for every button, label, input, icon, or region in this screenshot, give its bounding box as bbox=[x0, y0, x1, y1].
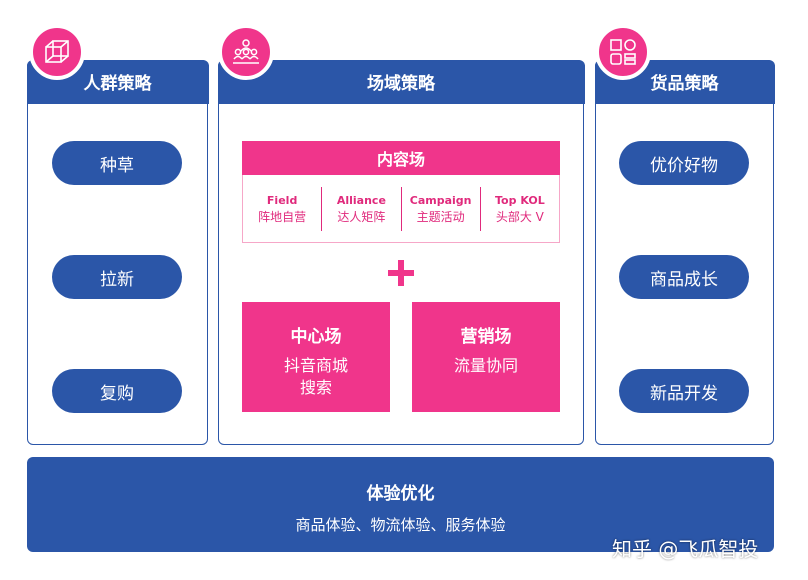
tactic-campaign-zh: 主题活动 bbox=[416, 209, 465, 224]
product-item-growth: 商品成长 bbox=[619, 255, 749, 299]
content-field-tactics: Field 阵地自营 Alliance 达人矩阵 Campaign 主题活动 T… bbox=[242, 175, 560, 243]
product-grid-icon bbox=[595, 24, 651, 80]
center-field-line1: 抖音商城 bbox=[283, 356, 348, 375]
audience-item-acquisition: 拉新 bbox=[52, 255, 182, 299]
plus-icon bbox=[386, 258, 416, 288]
center-field-box: 中心场 抖音商城 搜索 bbox=[242, 302, 390, 412]
audience-item-repurchase: 复购 bbox=[52, 369, 182, 413]
watermark: 知乎 @飞瓜智投 bbox=[612, 537, 759, 561]
marketing-field-title: 营销场 bbox=[460, 327, 512, 347]
experience-optimization-bar: 体验优化 商品体验、物流体验、服务体验 bbox=[27, 457, 774, 552]
marketing-field-box: 营销场 流量协同 bbox=[412, 302, 560, 412]
center-field-line2: 搜索 bbox=[299, 378, 332, 397]
tactic-top-kol-en: Top KOL bbox=[495, 193, 545, 207]
field-strategy-title: 场域策略 bbox=[217, 59, 585, 104]
audience-strategy-panel: 人群策略 种草 拉新 复购 bbox=[26, 59, 209, 445]
marketing-field-line1: 流量协同 bbox=[453, 356, 518, 375]
tactic-campaign: Campaign 主题活动 bbox=[402, 192, 480, 226]
tactic-alliance-en: Alliance bbox=[336, 193, 386, 207]
tactic-top-kol-zh: 头部大 V bbox=[495, 209, 544, 224]
cube-icon bbox=[29, 24, 85, 80]
divider bbox=[321, 186, 323, 231]
tactic-field-en: Field bbox=[266, 193, 298, 207]
product-item-new-development: 新品开发 bbox=[619, 369, 749, 413]
tactic-field-zh: 阵地自营 bbox=[258, 209, 307, 224]
center-field-title: 中心场 bbox=[290, 327, 342, 347]
tactic-field: Field 阵地自营 bbox=[243, 192, 321, 226]
experience-optimization-title: 体验优化 bbox=[366, 484, 435, 504]
tactic-campaign-en: Campaign bbox=[409, 193, 472, 207]
tactic-alliance: Alliance 达人矩阵 bbox=[322, 192, 400, 226]
experience-optimization-subtitle: 商品体验、物流体验、服务体验 bbox=[295, 516, 506, 534]
product-strategy-panel: 货品策略 优价好物 商品成长 新品开发 bbox=[594, 59, 775, 445]
people-group-icon bbox=[218, 24, 274, 80]
tactic-alliance-zh: 达人矩阵 bbox=[337, 209, 386, 224]
divider bbox=[479, 186, 481, 231]
content-field-title: 内容场 bbox=[242, 141, 560, 175]
divider bbox=[400, 186, 402, 231]
product-item-value-goods: 优价好物 bbox=[619, 141, 749, 185]
audience-item-seeding: 种草 bbox=[52, 141, 182, 185]
product-strategy-title: 货品策略 bbox=[594, 59, 775, 104]
tactic-top-kol: Top KOL 头部大 V bbox=[481, 192, 559, 226]
